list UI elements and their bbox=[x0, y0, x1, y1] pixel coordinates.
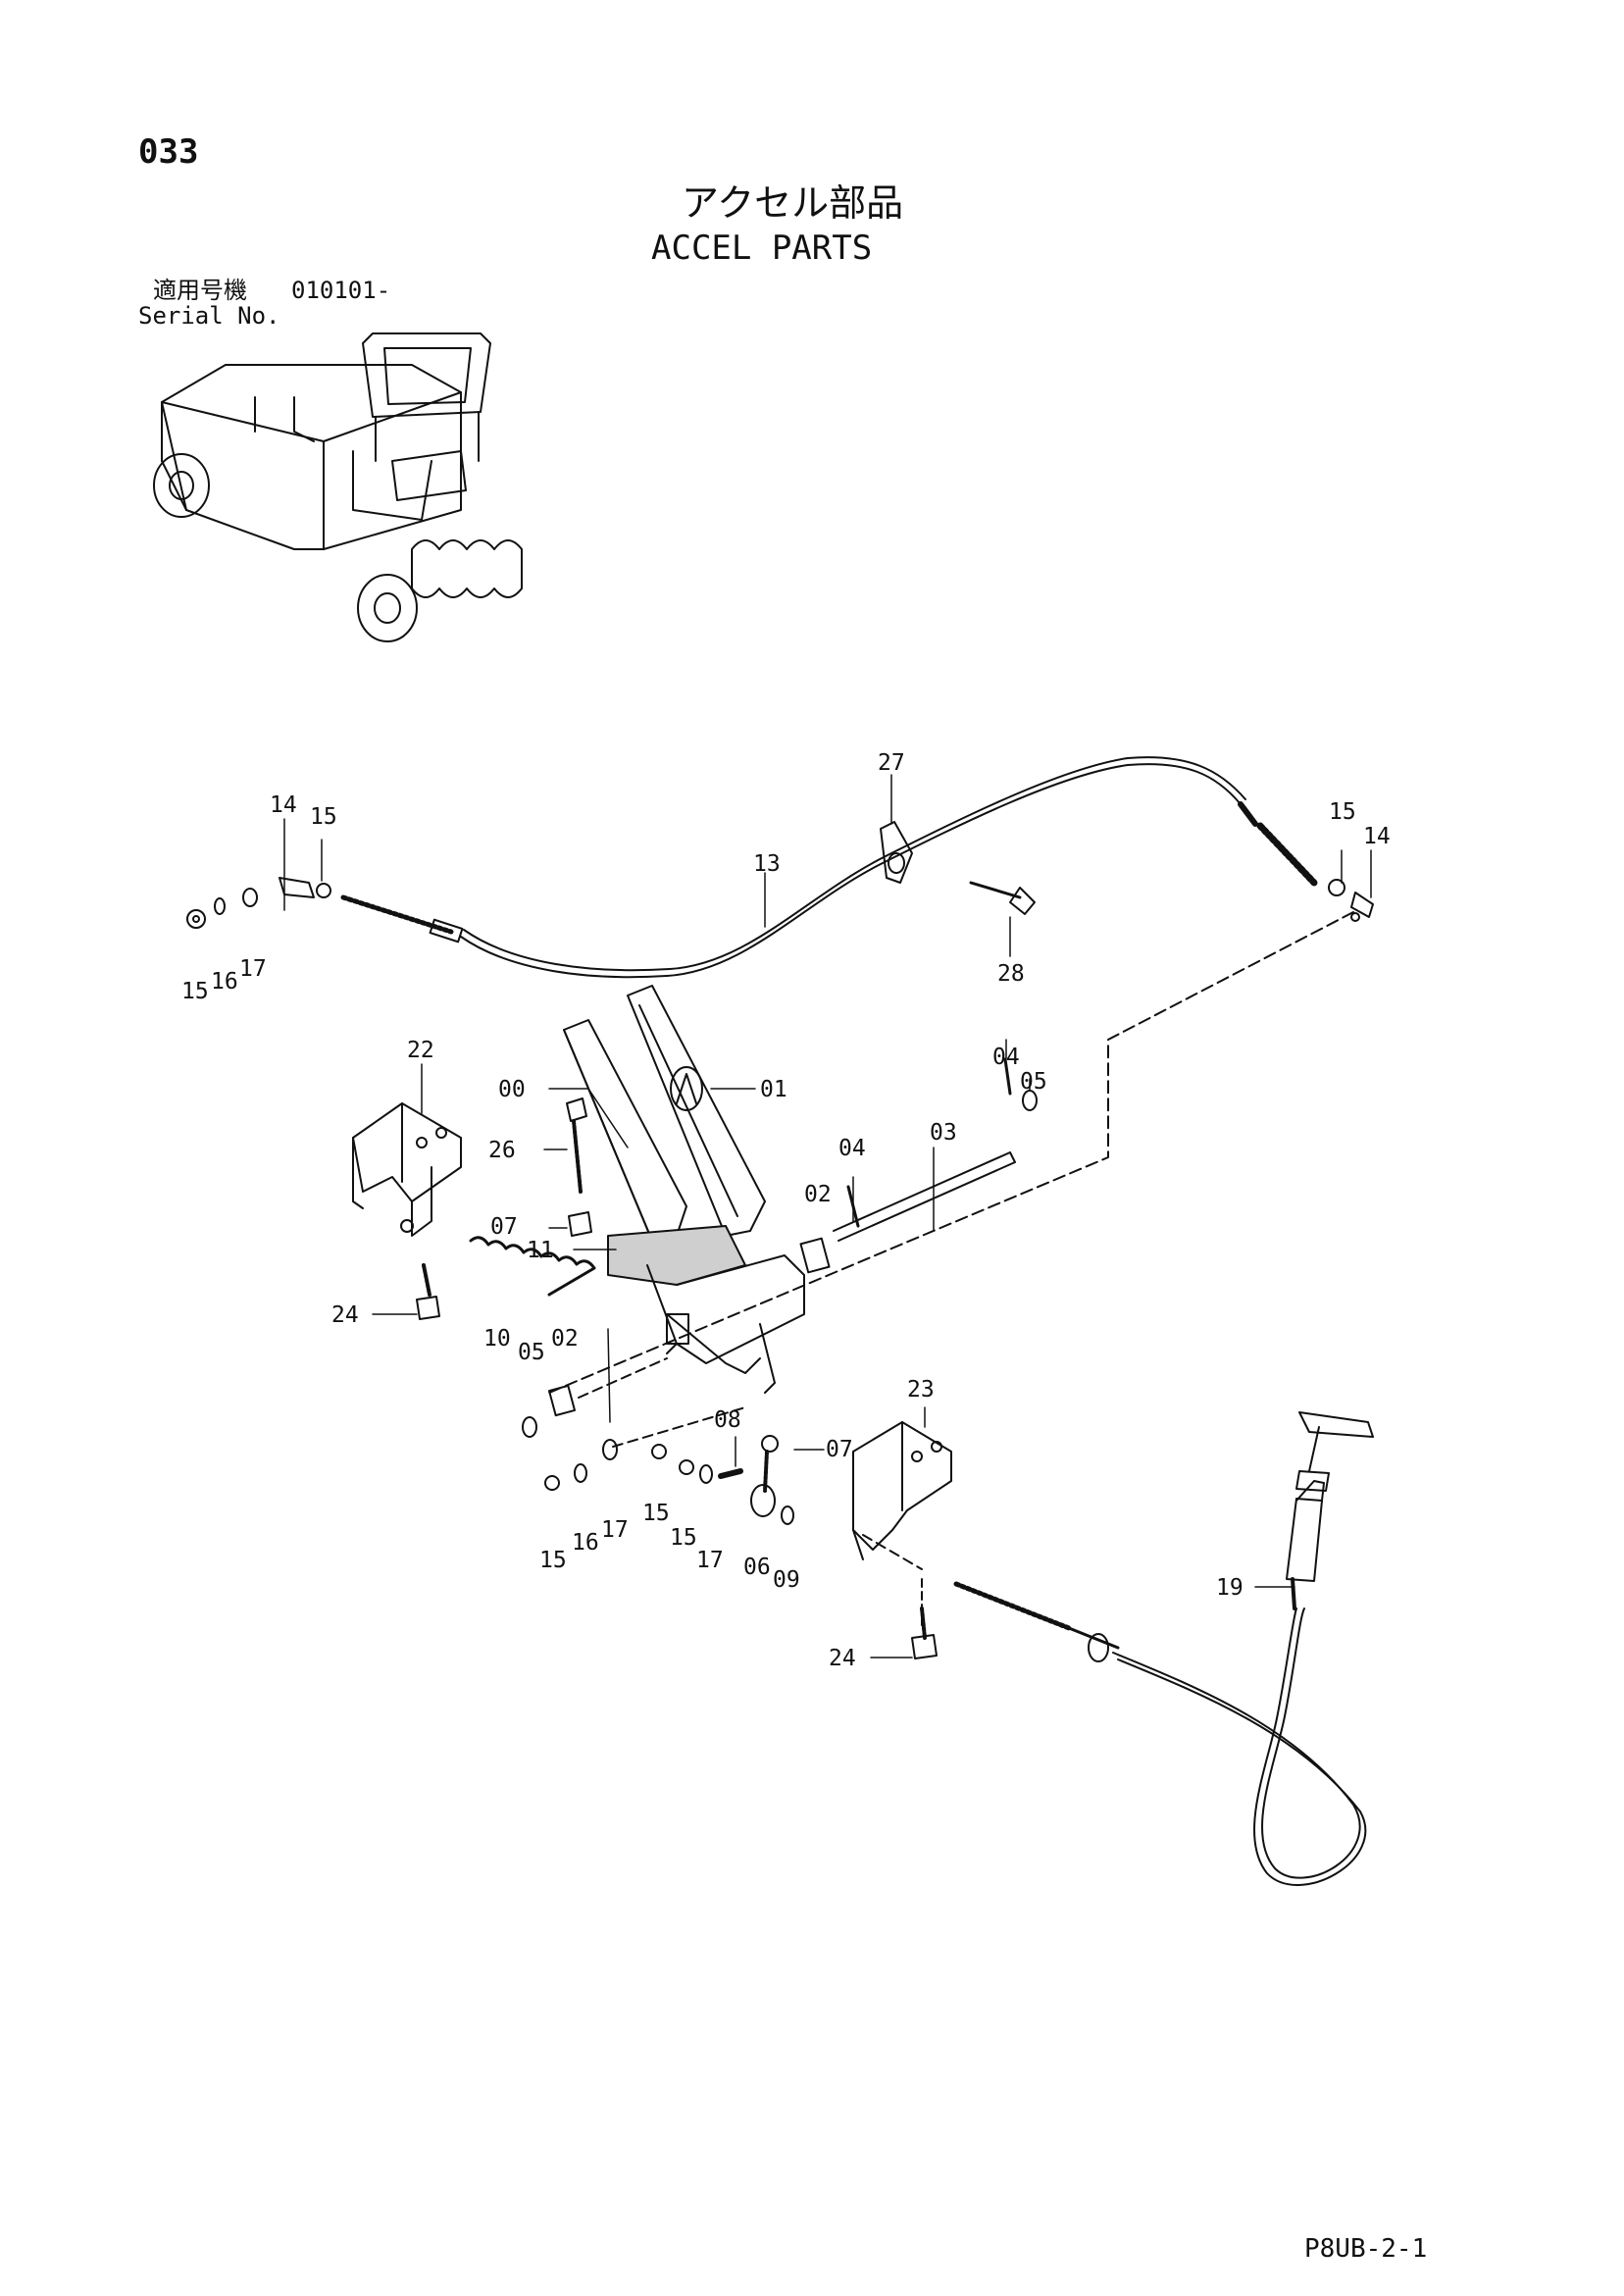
callout: 17 bbox=[696, 1548, 724, 1573]
pedal-arm bbox=[607, 1225, 805, 1394]
callout: 23 bbox=[907, 1377, 935, 1403]
callout: 16 bbox=[211, 969, 238, 995]
callout: 17 bbox=[601, 1517, 629, 1543]
callout: 27 bbox=[878, 750, 905, 776]
callout: 15 bbox=[539, 1548, 567, 1573]
callout: 02 bbox=[551, 1326, 579, 1352]
callout: 24 bbox=[829, 1646, 856, 1671]
callout: 14 bbox=[270, 792, 297, 818]
callout: 22 bbox=[407, 1038, 434, 1063]
callout: 17 bbox=[239, 956, 267, 982]
title-japanese: アクセル部品 bbox=[682, 181, 904, 225]
bracket-23 bbox=[852, 1421, 952, 1629]
accelerator-cable-upper bbox=[340, 756, 1318, 979]
leader-lines bbox=[283, 774, 1372, 1658]
page-number: 033 bbox=[138, 132, 199, 172]
bracket-22 bbox=[352, 1102, 462, 1237]
cable-end-fittings bbox=[186, 877, 1374, 929]
lower-left-hardware bbox=[522, 1357, 746, 1491]
callout: 04 bbox=[838, 1136, 866, 1161]
callout: 08 bbox=[714, 1407, 741, 1433]
callout: 04 bbox=[992, 1045, 1020, 1070]
connection-line bbox=[548, 911, 1354, 1394]
callout: 15 bbox=[670, 1525, 697, 1551]
bolt-26 bbox=[566, 1097, 592, 1237]
bolt-24-top bbox=[416, 1263, 440, 1320]
serial-value: 010101- bbox=[291, 277, 391, 304]
callout: 07 bbox=[490, 1214, 518, 1240]
callout: 01 bbox=[760, 1077, 787, 1102]
callout: 00 bbox=[498, 1077, 526, 1102]
machine-illustration bbox=[153, 332, 523, 642]
callout: 05 bbox=[1020, 1069, 1047, 1095]
callout: 26 bbox=[488, 1138, 516, 1163]
callout: 15 bbox=[310, 804, 337, 830]
title-english: ACCEL PARTS bbox=[651, 229, 873, 268]
callout: 15 bbox=[181, 979, 209, 1004]
callout: 19 bbox=[1216, 1575, 1243, 1601]
hand-throttle-cable bbox=[953, 1411, 1374, 1886]
serial-label-japanese: 適用号機 bbox=[153, 277, 247, 304]
callout: 06 bbox=[743, 1555, 771, 1580]
callout: 13 bbox=[753, 851, 781, 877]
serial-label-english: Serial No. bbox=[138, 302, 280, 330]
callout: 28 bbox=[997, 961, 1025, 987]
callout: 05 bbox=[518, 1340, 545, 1365]
callout: 03 bbox=[930, 1120, 957, 1146]
shaft bbox=[799, 1057, 1038, 1274]
return-spring bbox=[469, 1236, 596, 1297]
callout: 11 bbox=[527, 1238, 554, 1263]
lower-center-hardware bbox=[651, 1435, 794, 1525]
footer-code: P8UB-2-1 bbox=[1304, 2234, 1428, 2264]
callout: 10 bbox=[483, 1326, 511, 1352]
callout: 02 bbox=[804, 1182, 832, 1207]
callout: 09 bbox=[773, 1567, 800, 1593]
callout: 14 bbox=[1363, 824, 1391, 849]
callout: 15 bbox=[1329, 799, 1356, 825]
callout: 15 bbox=[642, 1501, 670, 1526]
accelerator-pedal bbox=[563, 985, 766, 1242]
callout: 16 bbox=[572, 1530, 599, 1556]
bolt-24-bottom bbox=[911, 1607, 938, 1659]
callout: 07 bbox=[826, 1437, 853, 1462]
cable-clamp bbox=[880, 821, 1036, 915]
callout: 24 bbox=[331, 1302, 359, 1328]
